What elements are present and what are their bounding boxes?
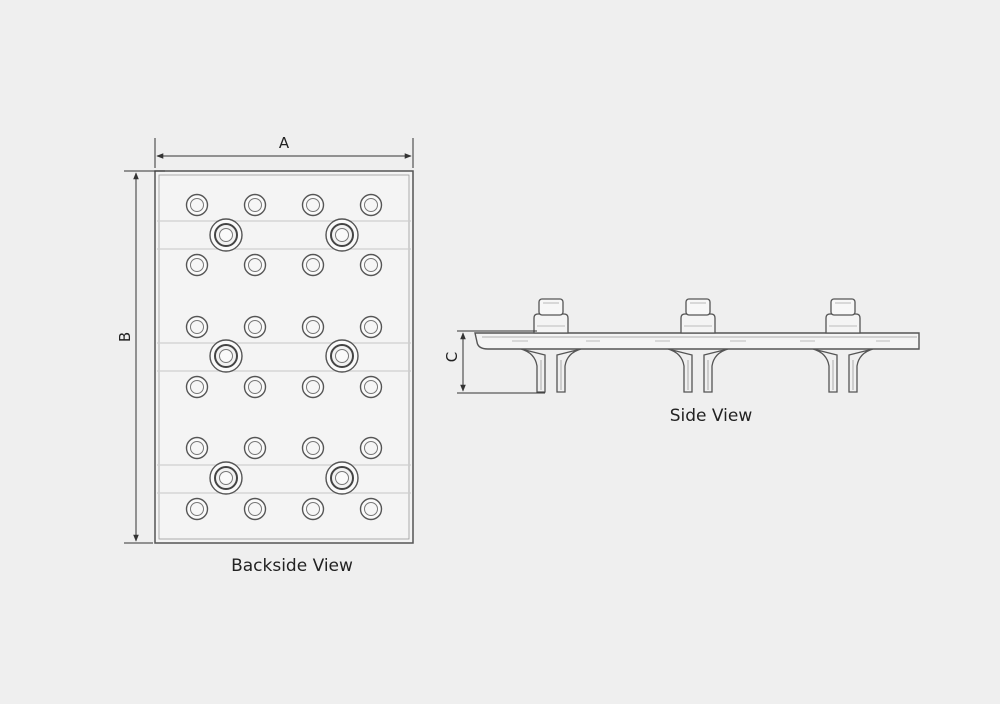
small-hole xyxy=(359,375,383,399)
large-hole xyxy=(325,218,359,252)
side-view-stud xyxy=(680,298,716,334)
small-hole-pattern xyxy=(185,193,383,521)
small-hole xyxy=(243,193,267,217)
side-view-leg xyxy=(812,348,874,393)
large-hole xyxy=(209,218,243,252)
small-hole xyxy=(185,497,209,521)
large-hole-pattern xyxy=(209,218,359,495)
dimension-b: B xyxy=(116,170,165,544)
backside-view-caption: Backside View xyxy=(231,556,353,576)
dimension-a: A xyxy=(154,134,414,168)
small-hole xyxy=(301,497,325,521)
small-hole xyxy=(243,497,267,521)
side-view-stud xyxy=(825,298,861,334)
side-view-leg xyxy=(520,348,582,393)
small-hole xyxy=(185,436,209,460)
side-view-plate xyxy=(474,332,920,350)
small-hole xyxy=(359,193,383,217)
small-hole xyxy=(243,315,267,339)
large-hole xyxy=(325,339,359,373)
small-hole xyxy=(359,497,383,521)
large-hole xyxy=(209,339,243,373)
small-hole xyxy=(185,315,209,339)
small-hole xyxy=(301,375,325,399)
side-view-caption: Side View xyxy=(670,406,753,426)
small-hole xyxy=(359,253,383,277)
large-hole xyxy=(209,461,243,495)
backside-ribs xyxy=(157,220,411,494)
backside-plate xyxy=(154,170,414,544)
small-hole xyxy=(185,253,209,277)
backside-view: A B Backside View xyxy=(116,134,414,576)
backside-plate-inner-edge xyxy=(158,174,410,540)
small-hole xyxy=(185,193,209,217)
small-hole xyxy=(301,253,325,277)
small-hole xyxy=(301,193,325,217)
small-hole xyxy=(301,436,325,460)
small-hole xyxy=(185,375,209,399)
side-view-leg xyxy=(667,348,729,393)
dimension-a-label: A xyxy=(279,134,290,152)
small-hole xyxy=(359,436,383,460)
dimension-c: C xyxy=(443,330,545,394)
large-hole xyxy=(325,461,359,495)
dimension-b-label: B xyxy=(116,332,134,342)
side-view-studs xyxy=(533,298,861,334)
small-hole xyxy=(301,315,325,339)
small-hole xyxy=(359,315,383,339)
small-hole xyxy=(243,253,267,277)
side-view-legs xyxy=(520,348,874,393)
side-view: C Side View xyxy=(443,298,920,426)
dimension-c-label: C xyxy=(443,352,461,362)
small-hole xyxy=(243,375,267,399)
small-hole xyxy=(243,436,267,460)
side-view-stud xyxy=(533,298,569,334)
